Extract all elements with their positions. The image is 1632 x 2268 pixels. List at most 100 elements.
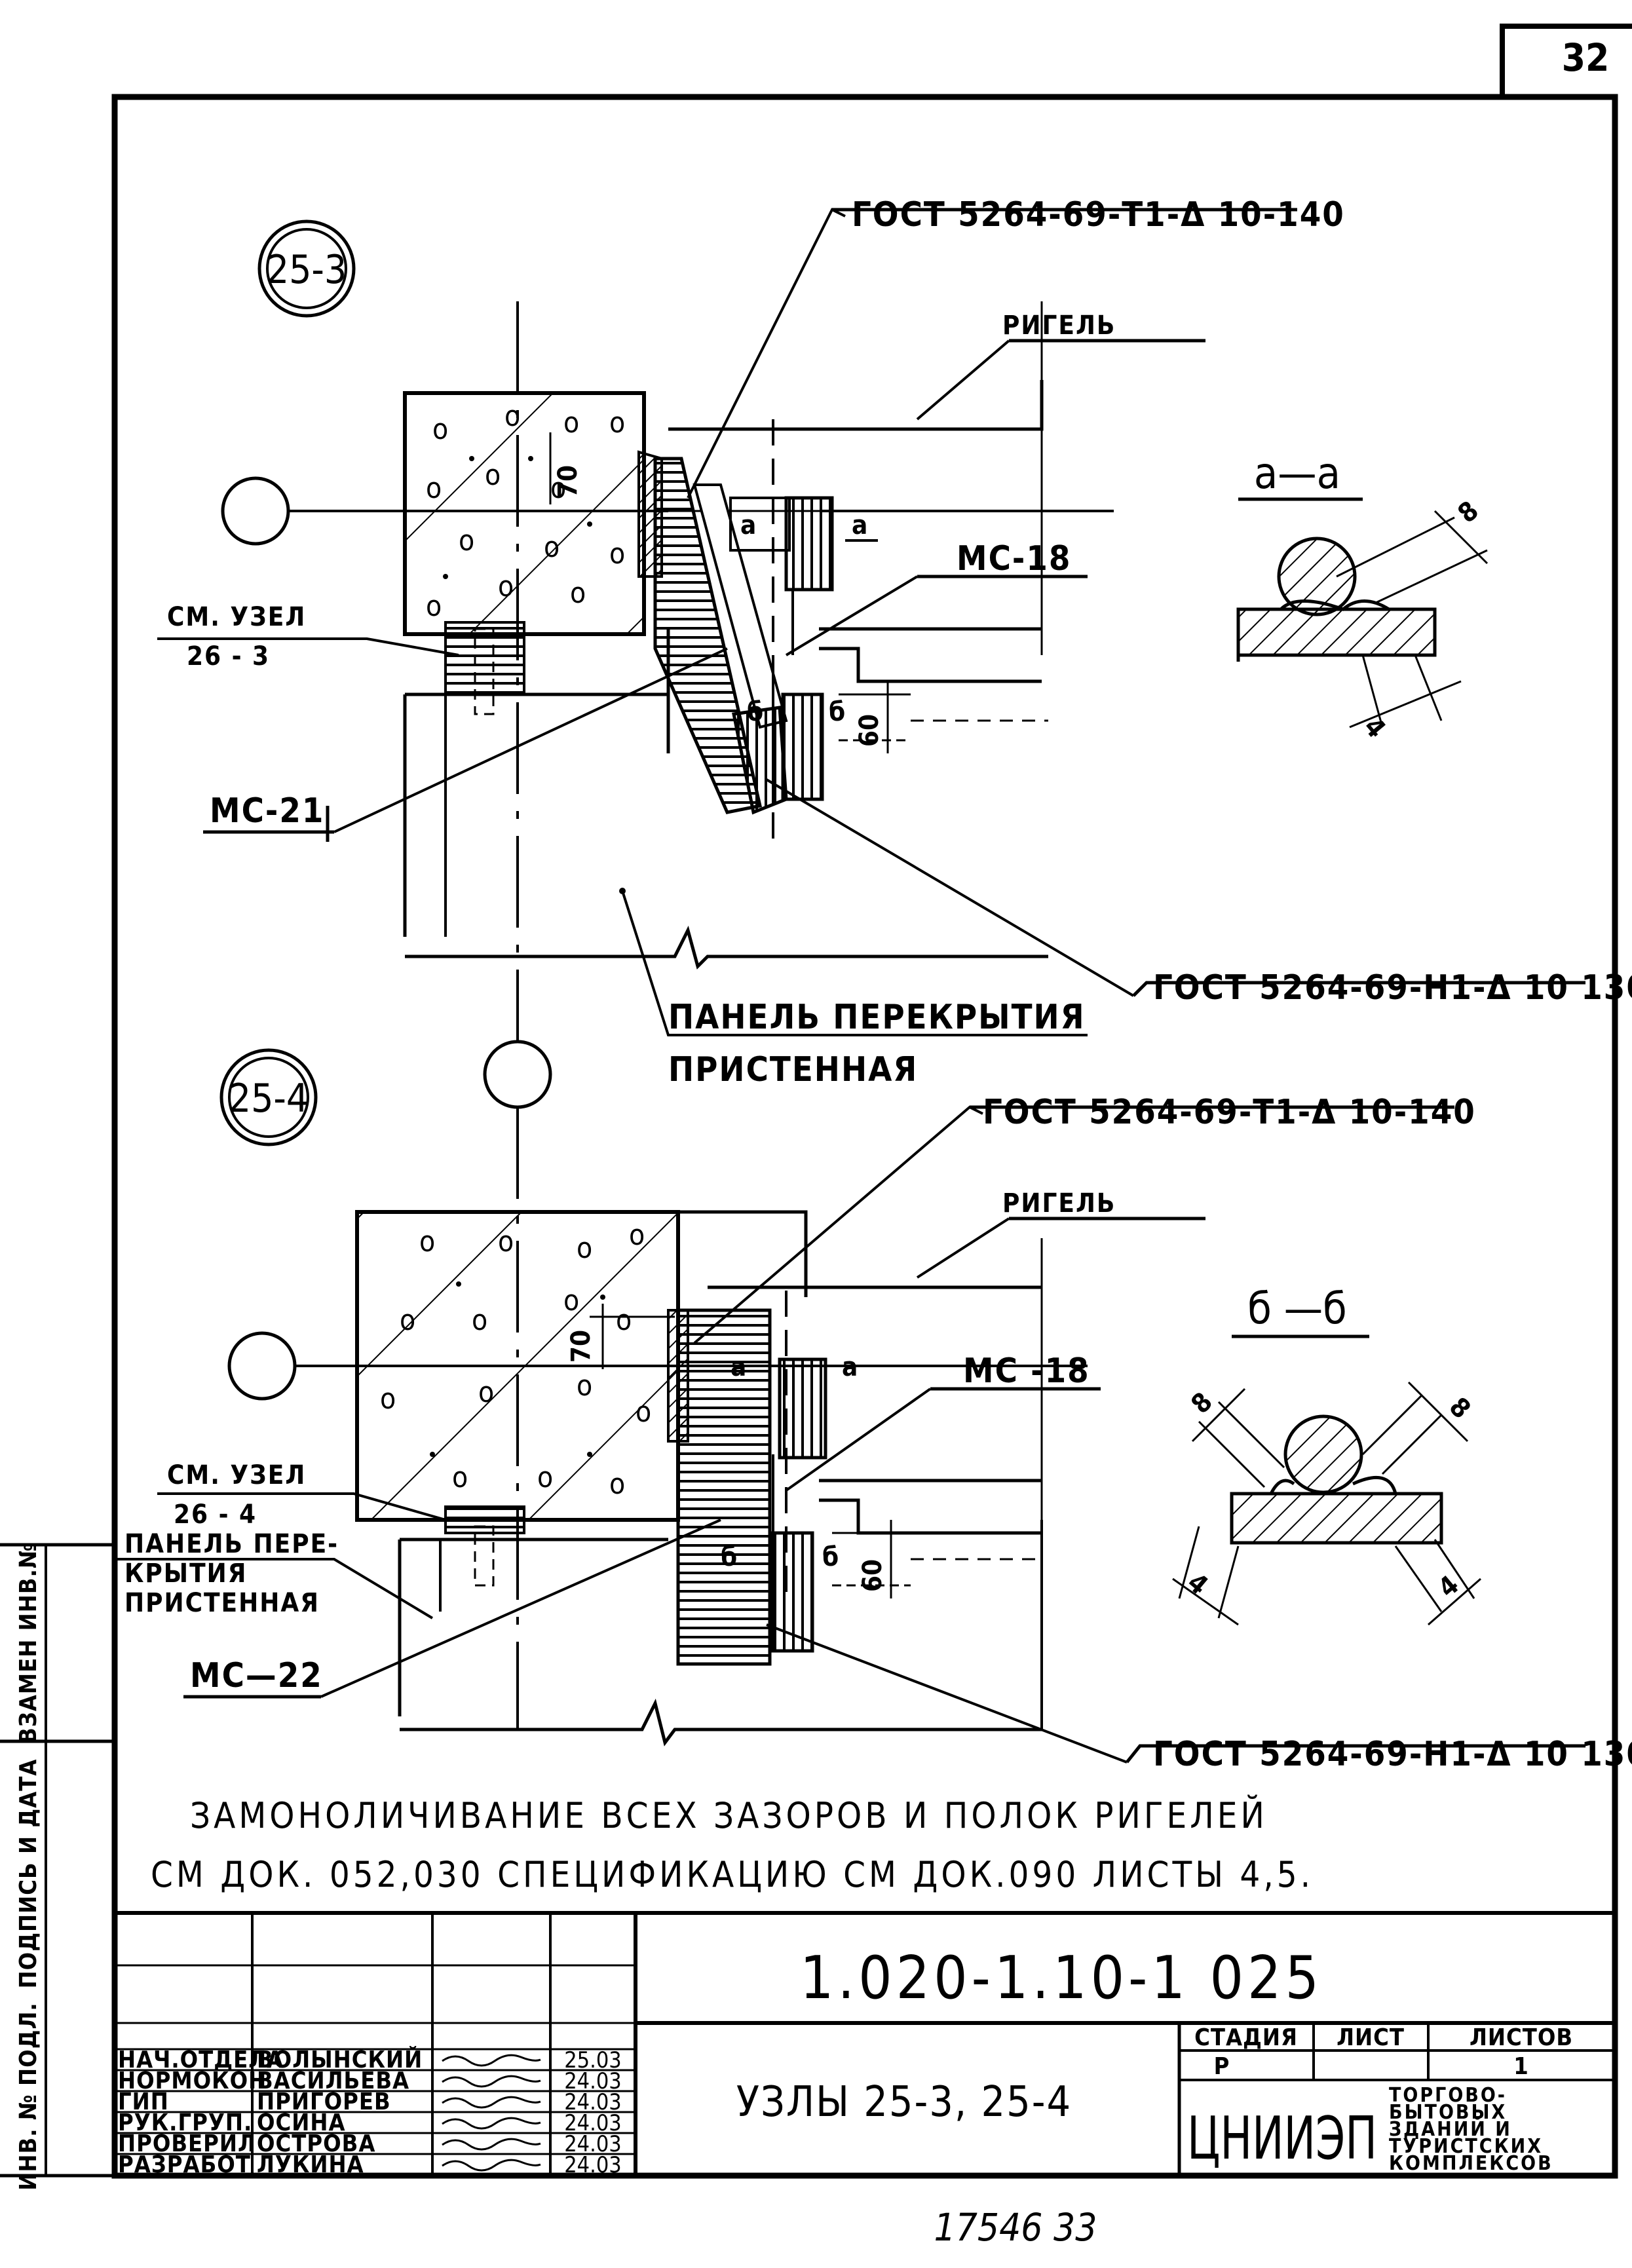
svg-text:o: o [498,570,514,603]
dimension-4: 4 [1357,712,1391,744]
signature-mark [442,2075,541,2088]
signatory-name: ВОЛЫНСКИЙ [257,2046,423,2073]
svg-text:o: o [478,1376,494,1409]
svg-text:o: o [563,1284,579,1317]
dimension-8: 8 [1452,495,1485,529]
section-a-a: а—а 8 4 [1236,448,1489,744]
detail-bubble-label: 25-4 [229,1076,309,1122]
detail-bubble-25-3: 25-3 [257,219,356,318]
see-node-label: СМ. УЗЕЛ [167,602,306,632]
doc-code: 1.020-1.10-1 025 [800,1944,1323,2013]
cut-marker-a: а [852,510,867,540]
detail-bubble-label: 25-3 [267,247,347,293]
signature-mark [442,2159,541,2172]
svg-text:o: o [504,400,520,433]
svg-text:o: o [419,1225,435,1258]
ms21-label: МС-21 [210,791,324,831]
dimension-8-left: 8 [1186,1387,1219,1420]
section-a-title: а—а [1254,448,1340,499]
svg-text:o: o [544,531,560,564]
detail-bubble-25-4: 25-4 [219,1048,318,1146]
signatory-name: ЛУКИНА [257,2151,364,2178]
signatory-name: ОСИНА [257,2109,346,2136]
weld-callout-top: ГОСТ 5264-69-Т1-Δ 10-140 [983,1093,1476,1132]
rigel-label: РИГЕЛЬ [1002,1188,1116,1219]
svg-text:o: o [459,524,474,558]
dimension-70: 70 [553,465,583,498]
sheet-number: 32 [1562,35,1610,80]
signature-mark [442,2138,541,2151]
side-stamp-sign-date: ПОДПИСЬ И ДАТА [15,1759,42,1989]
svg-text:o: o [485,459,501,492]
svg-text:o: o [550,472,566,505]
note-line-2: СМ ДОК. 052,030 СПЕЦИФИКАЦИЮ СМ ДОК.090 … [151,1854,1314,1895]
weld-callout-top: ГОСТ 5264-69-Т1-Δ 10-140 [852,195,1345,235]
org-description-line: КОМПЛЕКСОВ [1389,2152,1553,2175]
signatory-role: РАЗРАБОТ [118,2151,251,2178]
signatory-name: ОСТРОВА [257,2130,375,2157]
note-line-1: ЗАМОНОЛИЧИВАНИЕ ВСЕХ ЗАЗОРОВ И ПОЛОК РИГ… [190,1795,1268,1836]
sheet-frame: 32 [0,24,1632,2179]
panel-label-line1: ПАНЕЛЬ ПЕРЕ- [124,1529,339,1559]
svg-text:o: o [577,1369,592,1403]
ms18-label: МС-18 [957,539,1071,578]
cut-marker-b: б [747,697,763,727]
section-b-b: б —б 8 8 4 4 [1172,1283,1481,1626]
svg-text:o: o [577,1232,592,1265]
weld-callout-bottom: ГОСТ 5264-69-Н1-Δ 10 130 [1153,968,1632,1008]
signatory-role: НАЧ.ОТДЕЛА [118,2047,284,2073]
rebar-section [1277,537,1357,616]
svg-text:o: o [609,537,625,571]
embedded-plate-ms18 [784,496,834,592]
dimension-60: 60 [854,714,884,747]
cut-marker-a: а [740,510,756,540]
wall-concrete-block [355,1210,680,1522]
ms18-label: МС -18 [963,1351,1090,1391]
svg-text:o: o [498,1225,514,1258]
svg-text:o: o [609,406,625,440]
signatory-date: 24.03 [564,2089,622,2115]
svg-text:o: o [452,1461,468,1494]
org-name: ЦНИИЭП [1187,2104,1377,2173]
cut-marker-b: б [721,1542,737,1572]
title-block: 1.020-1.10-1 025 УЗЛЫ 25-3, 25-4 СТАДИЯ … [115,1911,1615,2178]
svg-text:o: o [426,590,442,623]
side-stamp: ВЗАМЕН ИНВ.№ ПОДПИСЬ И ДАТА ИНВ. № ПОДЛ. [15,1542,42,2191]
signature-mark [442,2117,541,2130]
svg-text:o: o [570,576,586,610]
sheet-header: ЛИСТ [1337,2024,1405,2051]
stage-header: СТАДИЯ [1194,2024,1298,2051]
dimension-70: 70 [566,1330,596,1363]
signatory-name: ВАСИЛЬЕВА [257,2068,409,2094]
signatory-role: ПРОВЕРИЛ [118,2130,256,2157]
sheets-value: 1 [1513,2053,1529,2080]
signatory-date: 24.03 [564,2152,622,2178]
svg-text:o: o [426,472,442,505]
sheets-header: ЛИСТОВ [1470,2024,1573,2051]
axis-marker [227,1331,297,1401]
signatory-role: НОРМОКОН [118,2068,267,2094]
svg-text:o: o [472,1304,487,1337]
see-node-label: СМ. УЗЕЛ [167,1460,306,1490]
signatory-date: 24.03 [564,2110,622,2136]
section-b-title: б —б [1247,1283,1346,1334]
stage-value: Р [1214,2053,1230,2080]
svg-text:o: o [616,1304,632,1337]
cut-marker-b: б [822,1542,839,1572]
general-notes: ЗАМОНОЛИЧИВАНИЕ ВСЕХ ЗАЗОРОВ И ПОЛОК РИГ… [151,1795,1314,1895]
wall-concrete-block [403,391,646,636]
cut-marker-a: а [842,1352,858,1382]
svg-text:o: o [629,1219,645,1252]
drawing-title: УЗЛЫ 25-3, 25-4 [736,2078,1072,2126]
embedded-plate-ms21 [653,457,763,814]
panel-label-line3: ПРИСТЕННАЯ [124,1588,320,1618]
cut-marker-a: а [731,1352,746,1382]
org-description-line: ТУРИСТСКИХ [1389,2135,1543,2158]
svg-text:o: o [432,413,448,446]
signatory-date: 24.03 [564,2068,622,2094]
dimension-4-right: 4 [1433,1570,1465,1603]
svg-text:o: o [537,1461,553,1494]
